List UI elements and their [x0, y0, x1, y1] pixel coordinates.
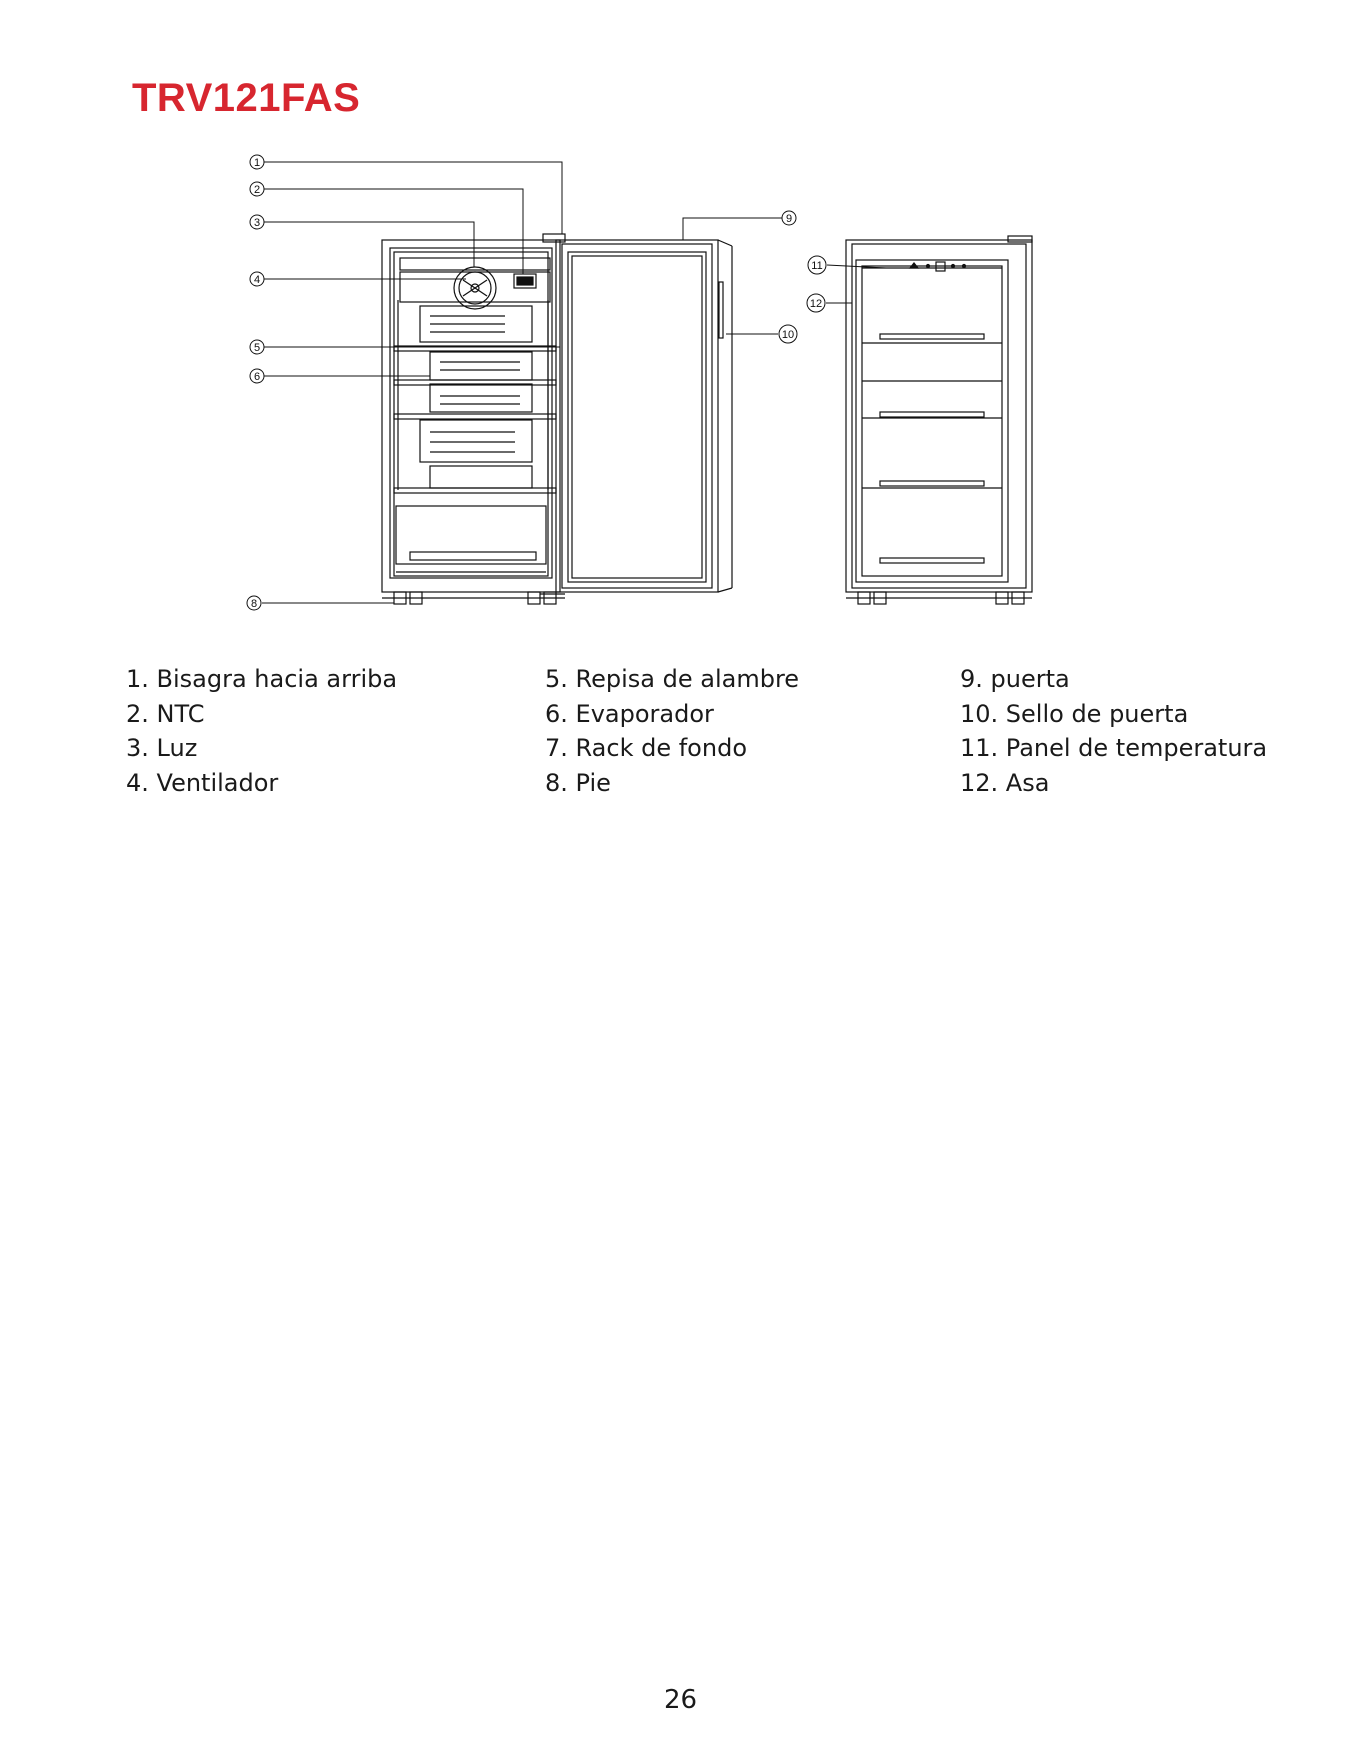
legend-item: 10. Sello de puerta: [960, 697, 1267, 732]
svg-text:9: 9: [786, 213, 792, 225]
callout-2: 2: [250, 182, 264, 196]
legend-item: 1. Bisagra hacia arriba: [126, 662, 397, 697]
legend-item: 7. Rack de fondo: [545, 731, 799, 766]
legend-item: 3. Luz: [126, 731, 397, 766]
legend-item: 4. Ventilador: [126, 766, 397, 801]
legend-item: 12. Asa: [960, 766, 1267, 801]
svg-text:12: 12: [810, 298, 822, 310]
callout-10: 10: [779, 325, 797, 343]
legend-item: 11. Panel de temperatura: [960, 731, 1267, 766]
legend-item: 8. Pie: [545, 766, 799, 801]
svg-text:5: 5: [254, 342, 260, 354]
legend-column-3: 9. puerta 10. Sello de puerta 11. Panel …: [960, 662, 1267, 800]
callout-4: 4: [250, 272, 264, 286]
svg-text:10: 10: [782, 329, 794, 341]
legend-item: 5. Repisa de alambre: [545, 662, 799, 697]
svg-text:3: 3: [254, 217, 260, 229]
top-hinge: [543, 234, 565, 242]
callout-6: 6: [250, 369, 264, 383]
closed-fridge: [846, 240, 1032, 592]
page-number: 26: [0, 1685, 1361, 1715]
bottom-rack: [410, 552, 536, 560]
callout-1: 1: [250, 155, 264, 169]
handle: [719, 282, 723, 338]
svg-text:1: 1: [254, 157, 260, 169]
callout-9: 9: [782, 211, 796, 225]
legend-item: 2. NTC: [126, 697, 397, 732]
legend-column-2: 5. Repisa de alambre 6. Evaporador 7. Ra…: [545, 662, 799, 800]
callout-8: 8: [247, 596, 261, 610]
open-door: [556, 240, 718, 592]
svg-text:2: 2: [254, 184, 260, 196]
callout-11: 11: [808, 256, 826, 274]
door-glass: [568, 252, 706, 582]
refrigerator-diagram: 1 2 3 4 5 6 8 9 10 11 12: [0, 0, 1361, 640]
svg-text:8: 8: [251, 598, 257, 610]
svg-text:11: 11: [811, 260, 822, 272]
callout-3: 3: [250, 215, 264, 229]
callout-12: 12: [807, 294, 825, 312]
legend-item: 9. puerta: [960, 662, 1267, 697]
callout-5: 5: [250, 340, 264, 354]
legend-column-1: 1. Bisagra hacia arriba 2. NTC 3. Luz 4.…: [126, 662, 397, 800]
cabinet-outline: [382, 240, 560, 592]
legend-item: 6. Evaporador: [545, 697, 799, 732]
svg-text:4: 4: [254, 274, 260, 286]
closed-fridge-glass: [856, 260, 1008, 582]
svg-text:6: 6: [254, 371, 260, 383]
